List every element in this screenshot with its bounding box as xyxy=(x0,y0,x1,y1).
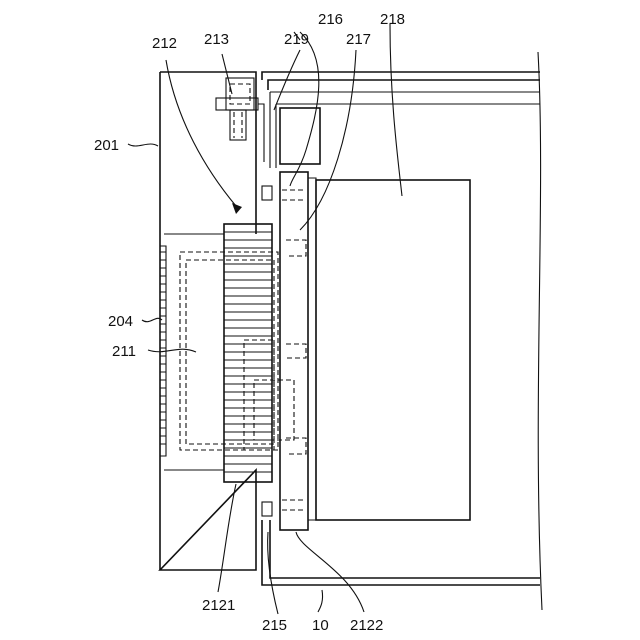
heat-sink-fins xyxy=(224,232,272,472)
heat-sink-212 xyxy=(224,224,272,482)
label-211: 211 xyxy=(112,343,136,360)
plate-2122 xyxy=(262,172,308,530)
panel-ticks xyxy=(160,252,166,444)
label-219: 219 xyxy=(284,31,309,48)
label-212: 212 xyxy=(152,35,177,52)
label-2122: 2122 xyxy=(350,617,383,634)
label-204: 204 xyxy=(108,313,133,330)
label-216: 216 xyxy=(318,11,343,28)
housing-201 xyxy=(160,72,256,570)
block-219 xyxy=(280,108,320,164)
label-2121: 2121 xyxy=(202,597,235,614)
component-218 xyxy=(308,178,470,520)
enclosure-10 xyxy=(262,52,542,610)
label-217: 217 xyxy=(346,31,371,48)
label-215: 215 xyxy=(262,617,287,634)
label-10: 10 xyxy=(312,617,329,634)
label-201: 201 xyxy=(94,137,119,154)
arrow-head-212 xyxy=(232,203,242,214)
label-213: 213 xyxy=(204,31,229,48)
leader-lines xyxy=(128,24,402,614)
label-218: 218 xyxy=(380,11,405,28)
